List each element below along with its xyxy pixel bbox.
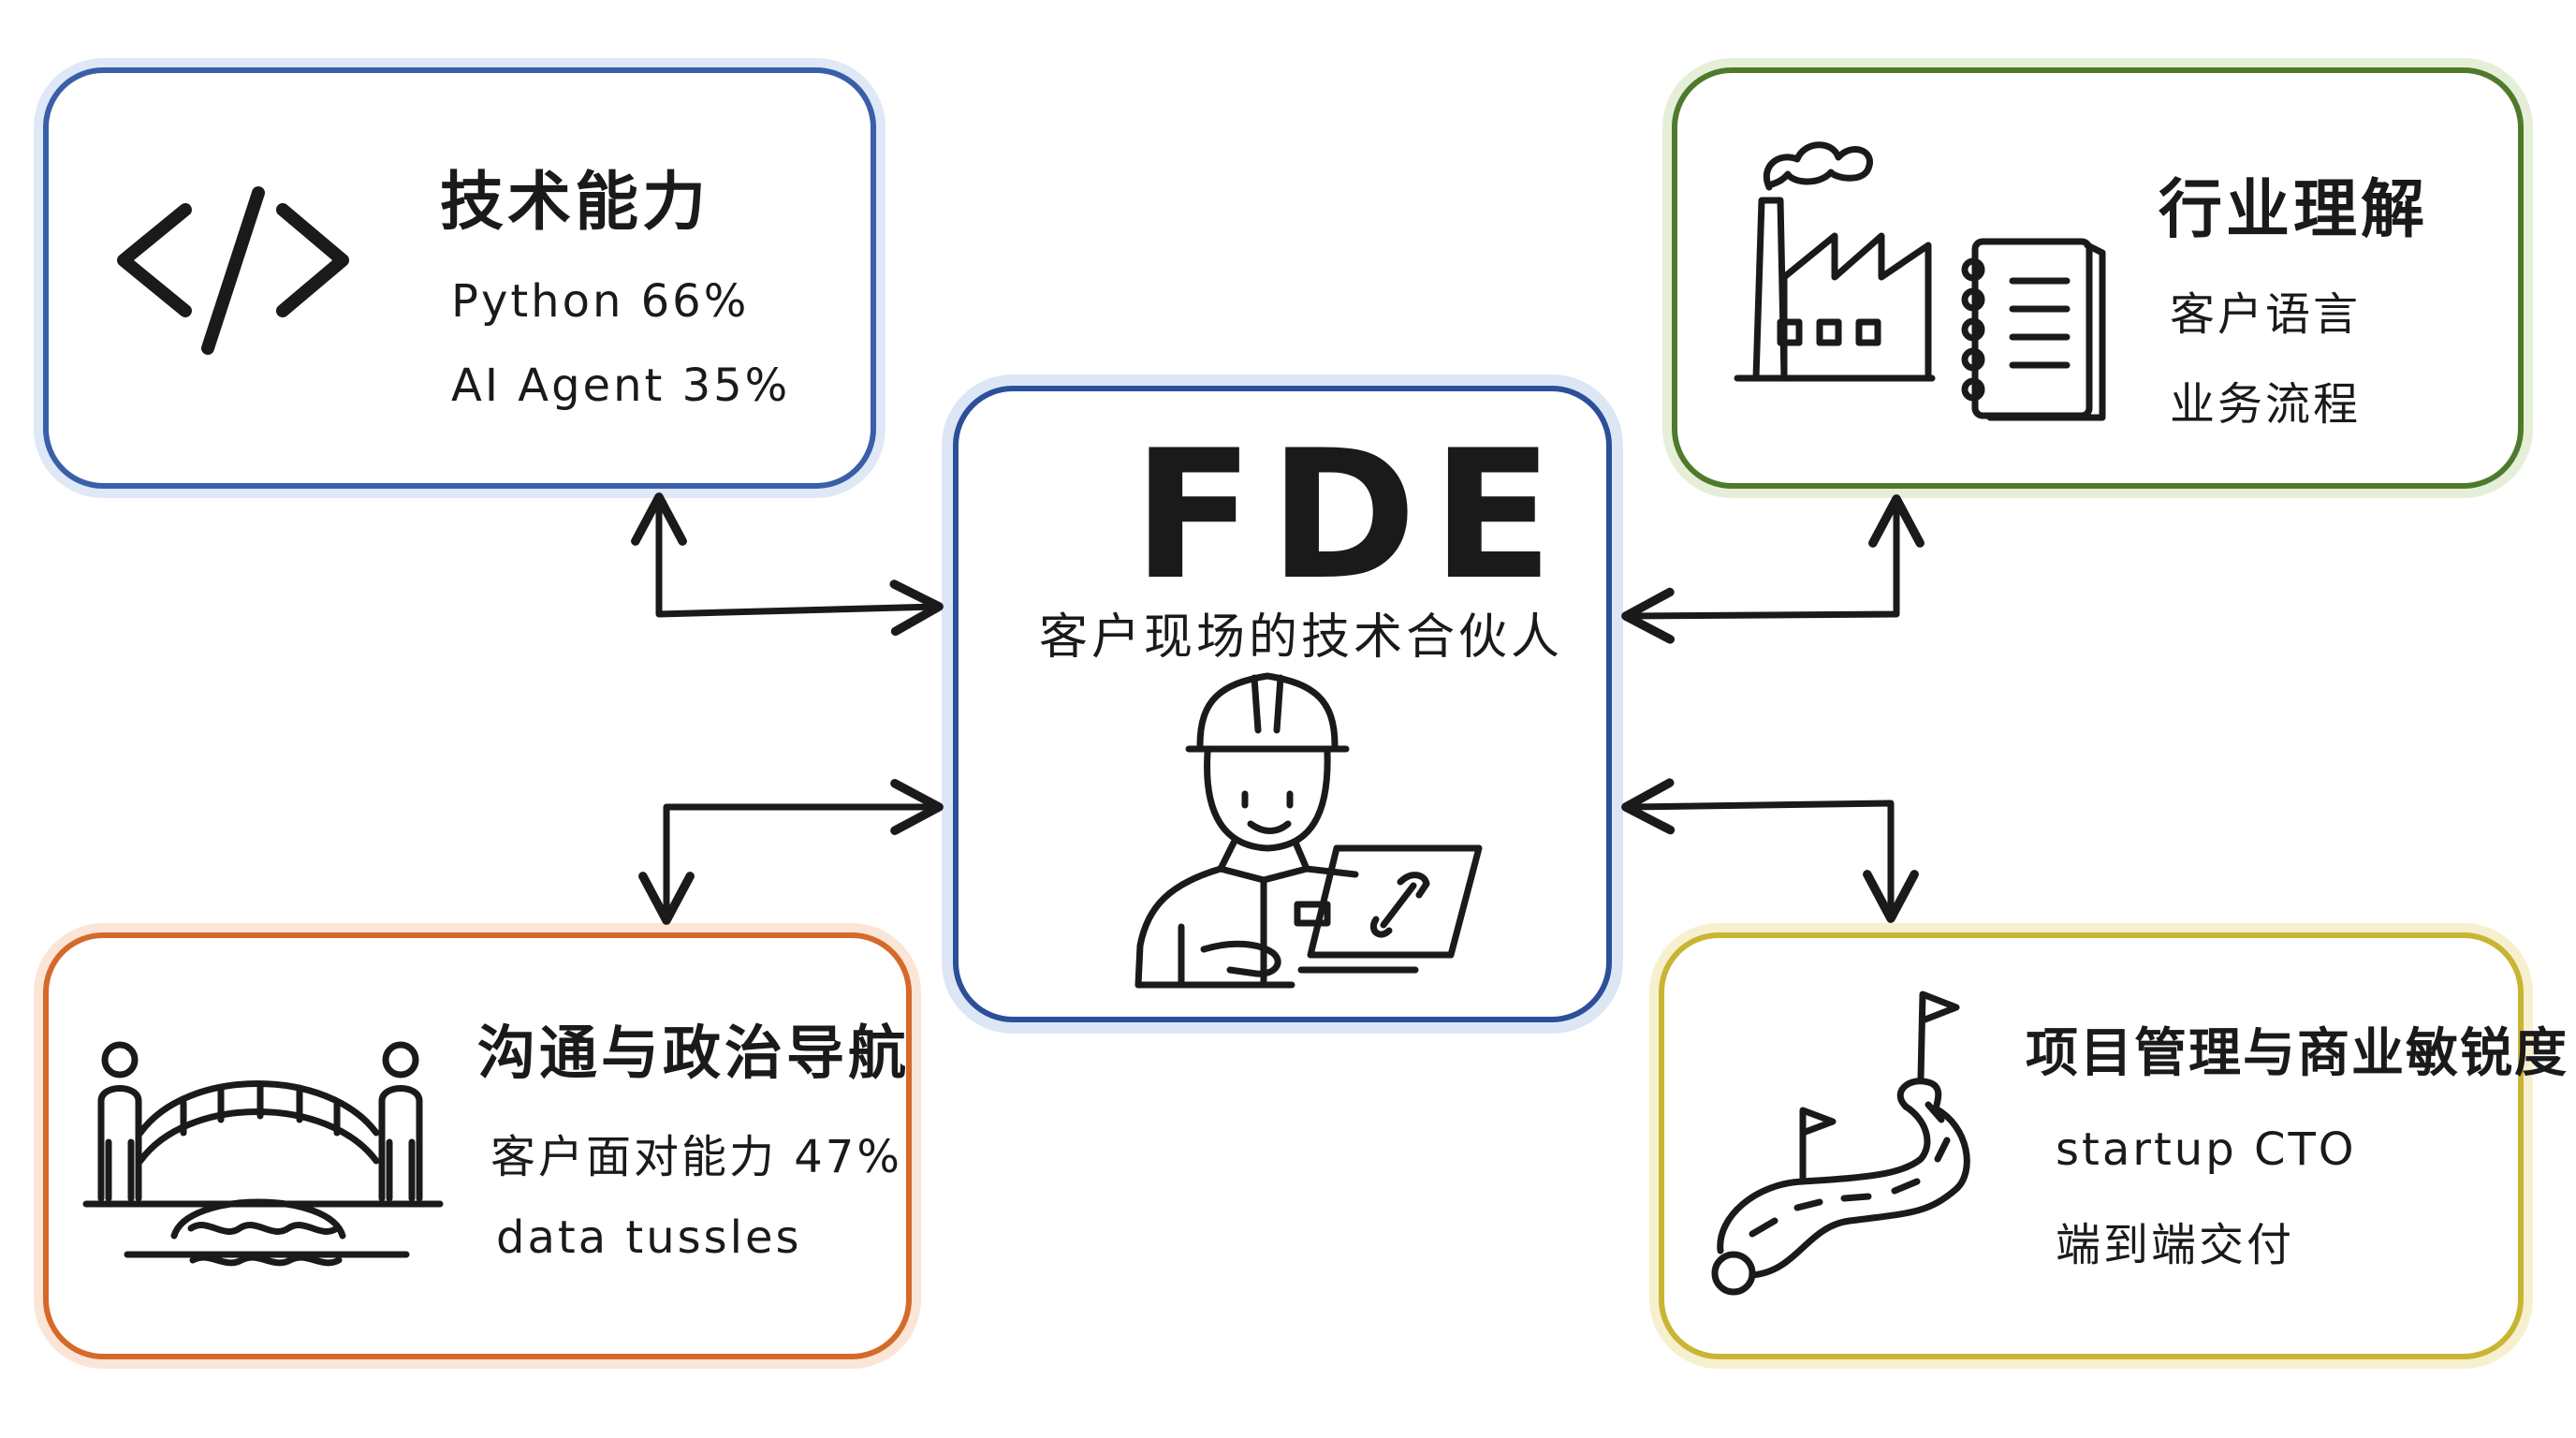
fde-center-box — [953, 386, 1612, 1022]
industry-item-2: 业务流程 — [2170, 378, 2362, 431]
pm-title: 项目管理与商业敏锐度 — [2026, 1023, 2569, 1084]
connector-industry — [1621, 494, 1925, 644]
communication-box — [43, 932, 912, 1359]
tech-skills-box — [43, 67, 876, 489]
pm-item-2: 端到端交付 — [2056, 1219, 2295, 1271]
winding-road-flags-icon — [1711, 990, 1970, 1296]
connector-tech — [631, 492, 944, 637]
bridge-people-icon — [82, 1041, 444, 1267]
pm-item-1: startup CTO — [2056, 1123, 2357, 1176]
comm-item-2: data tussles — [496, 1211, 802, 1264]
industry-item-1: 客户语言 — [2170, 288, 2362, 341]
connector-comm — [638, 779, 944, 925]
industry-title: 行业理解 — [2159, 173, 2429, 247]
code-brackets-icon — [117, 186, 349, 355]
tech-item-1: Python 66% — [451, 275, 750, 328]
comm-title: 沟通与政治导航 — [477, 1019, 911, 1087]
factory-notebook-icon — [1734, 141, 2106, 421]
connector-pm — [1621, 778, 1919, 923]
fde-title: FDE — [1133, 412, 1569, 619]
comm-item-1: 客户面对能力 47% — [490, 1131, 902, 1183]
engineer-with-laptop-icon — [1134, 672, 1483, 989]
tech-title: 技术能力 — [440, 166, 710, 240]
fde-subtitle: 客户现场的技术合伙人 — [1039, 609, 1564, 666]
tech-item-2: AI Agent 35% — [451, 360, 791, 412]
